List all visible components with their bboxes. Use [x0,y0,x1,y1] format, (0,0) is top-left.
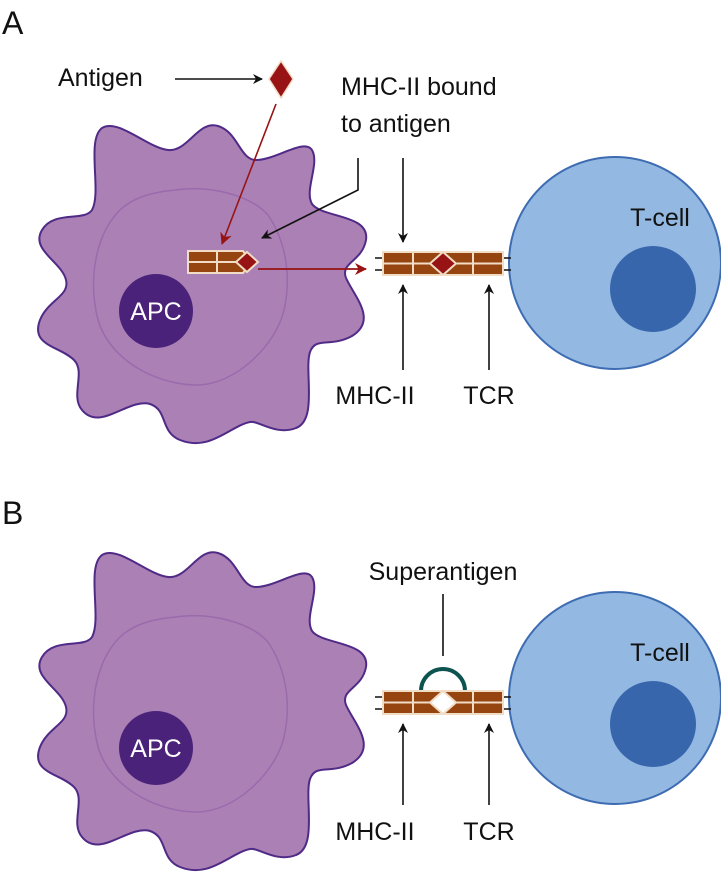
apc-membrane [37,124,368,445]
panel-a-label: A [2,5,24,41]
antigen-uptake-arrow [220,103,277,245]
apc-label: APC [130,298,181,326]
t-cell-membrane [508,591,721,805]
t-cell-nucleus [610,246,696,332]
panel-a: A APC T-cell Antigen MHC-II bound to ant… [2,5,721,445]
panel-b-label: B [2,495,23,531]
mhc-label-b: MHC-II [335,818,414,846]
surface-mhc-tcr-complex-b [375,689,511,716]
t-cell-b: T-cell [508,591,721,805]
apc-nucleus [119,711,193,785]
tcr-label-b: TCR [463,818,514,846]
mhc-internal-pointer-arrow [261,158,359,239]
surface-mhc-tcr-complex-a [375,250,511,277]
apc-cell-b [37,551,368,872]
apc-cell-a: APC [37,124,368,445]
t-cell-a: T-cell [508,156,721,370]
presented-antigen-icon [428,250,458,277]
mhc-bound-label-line1: MHC-II bound [341,73,497,101]
apc-membrane [37,551,368,872]
apc-inner-boundary [92,187,289,386]
apc-label-b: APC [130,735,181,763]
mhc-label: MHC-II [335,382,414,410]
superantigen-arc-icon [419,667,467,692]
apc-inner-boundary [92,614,289,813]
apc-nucleus [119,274,193,348]
superantigen-label: Superantigen [369,558,518,586]
t-cell-label: T-cell [630,204,690,232]
mhc-bound-label-line2: to antigen [341,110,451,138]
internal-mhc-complex [187,250,260,274]
panel-b: B APC T-cell Superantigen MHC [2,495,721,872]
tcr-label: TCR [463,382,514,410]
t-cell-label-b: T-cell [630,639,690,667]
antigen-label: Antigen [58,64,143,92]
bound-antigen-icon [234,250,260,274]
t-cell-membrane [508,156,721,370]
t-cell-nucleus [610,681,696,767]
empty-antigen-groove-icon [428,689,458,716]
antigen-diamond-icon [268,59,294,100]
